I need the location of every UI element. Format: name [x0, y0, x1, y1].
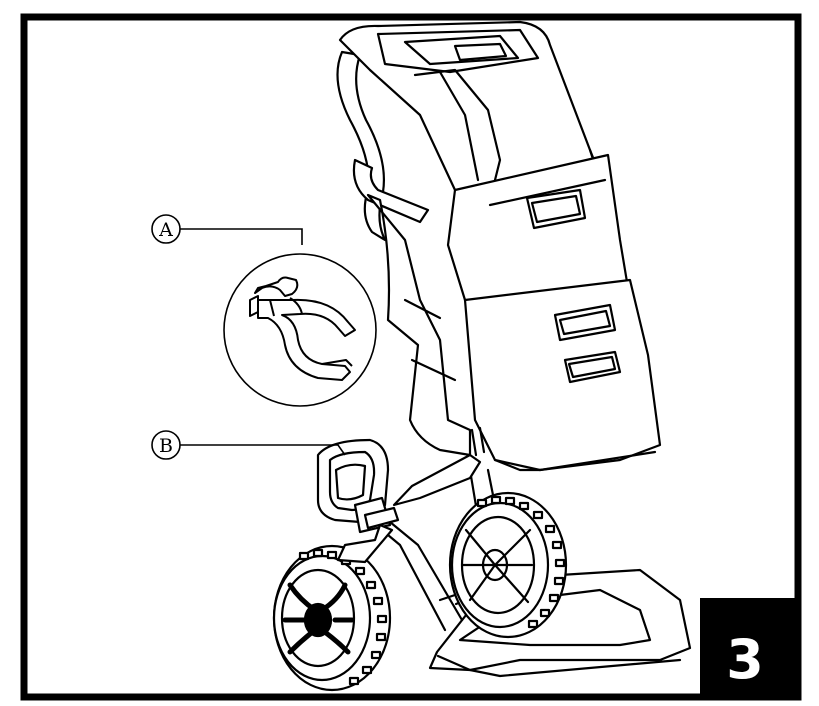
hopper-body	[338, 20, 610, 207]
callout-b: B	[151, 430, 346, 460]
step-number: 3	[726, 628, 764, 691]
callout-a-label: A	[158, 219, 173, 241]
step-badge: 3	[700, 598, 798, 697]
rear-wheel	[448, 491, 568, 639]
callout-b-leader	[180, 444, 346, 456]
figure-border	[20, 13, 802, 701]
motor-base	[463, 278, 662, 472]
clip-icon	[249, 276, 356, 381]
handle-assembly	[316, 438, 482, 564]
step-badge-box	[700, 598, 798, 697]
hopper-rear	[366, 193, 472, 457]
front-wheel	[272, 544, 392, 692]
callout-a: A	[151, 214, 377, 407]
shredder-illustration	[272, 20, 692, 692]
callout-a-leader	[180, 228, 303, 245]
callout-b-label: B	[159, 435, 173, 457]
